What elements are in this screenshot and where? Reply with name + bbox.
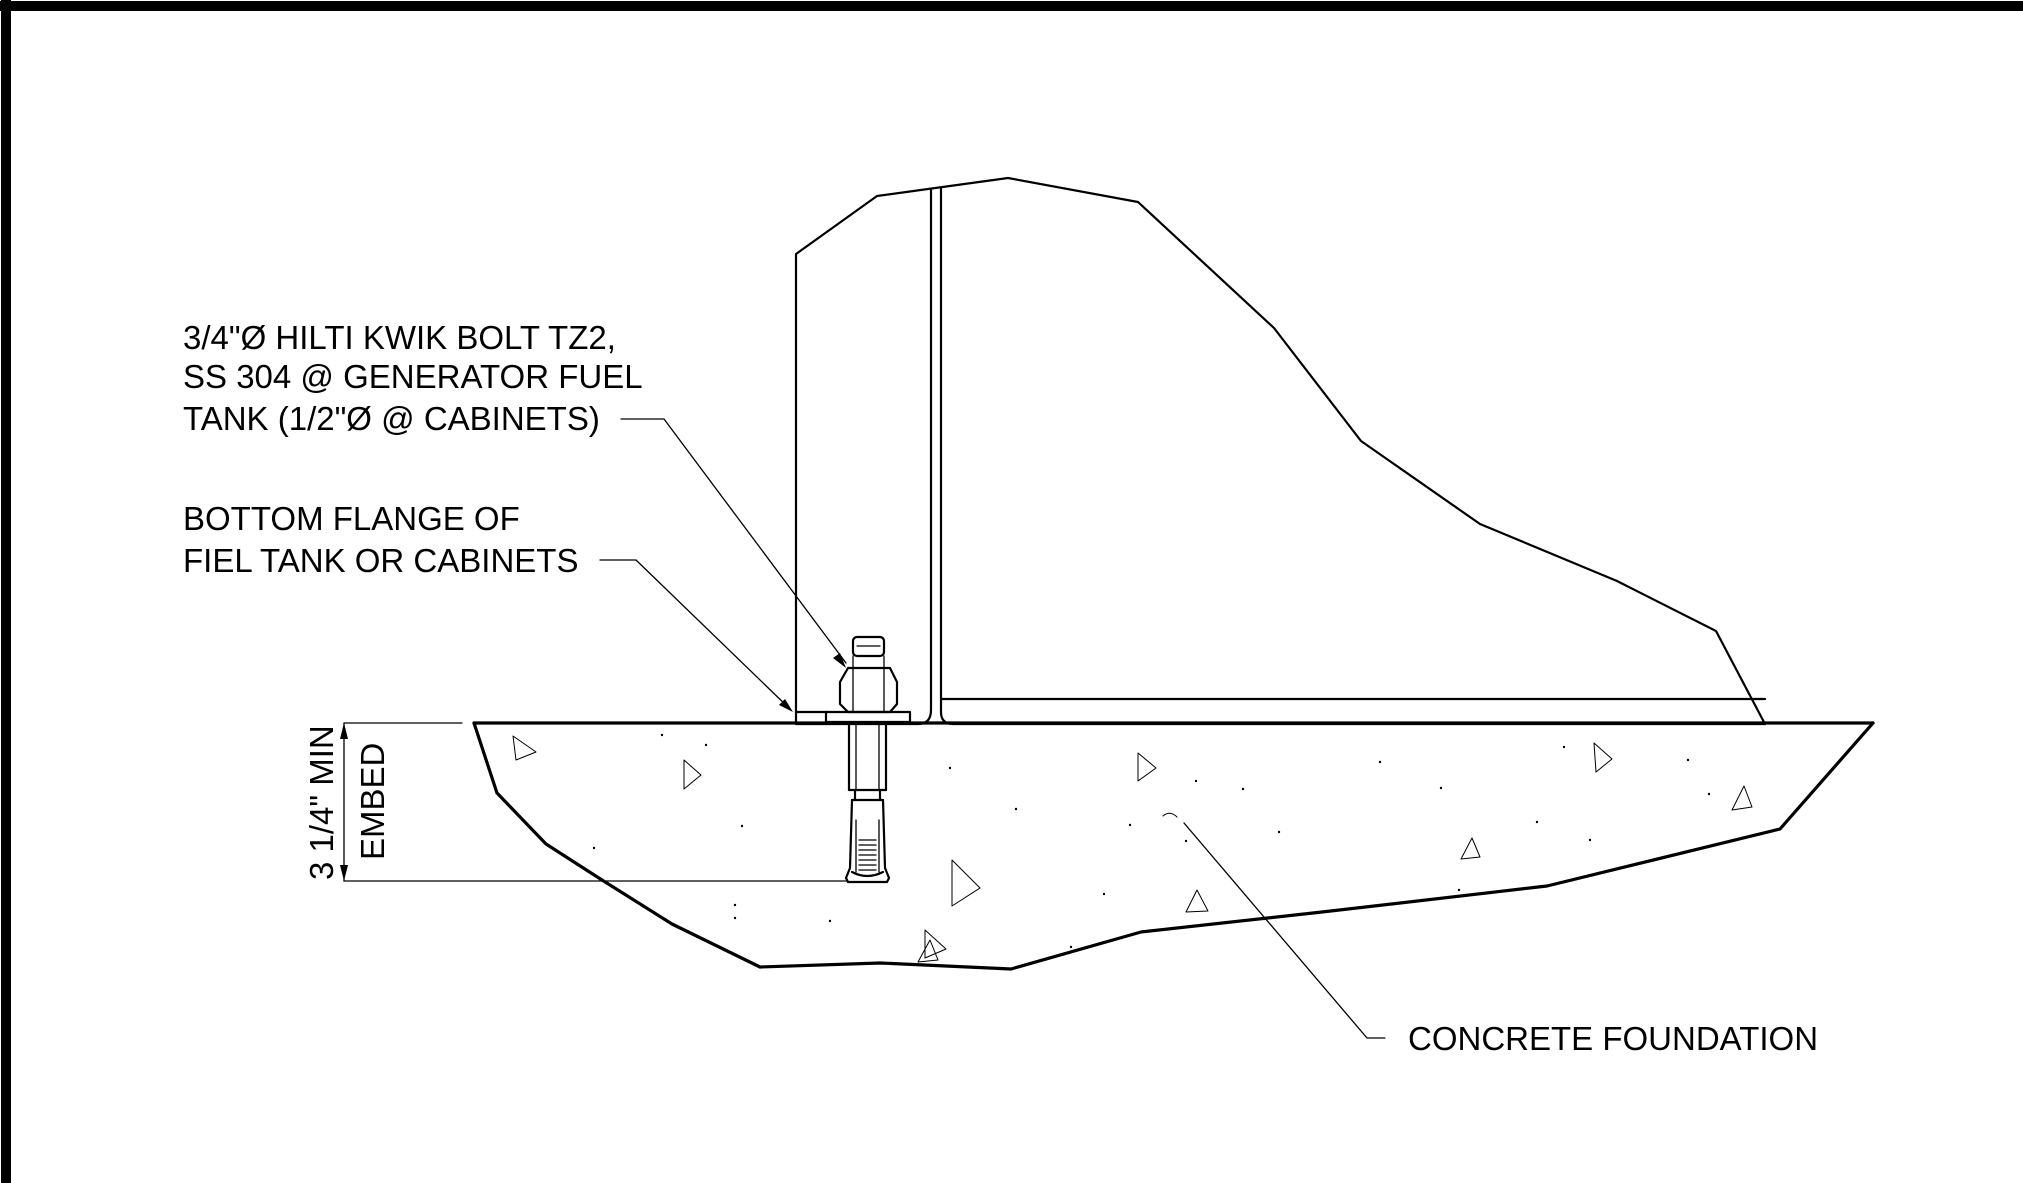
- anchor-bolt-note-line-3: TANK (1/2"Ø @ CABINETS): [183, 400, 600, 437]
- equipment-outline: [794, 176, 1767, 726]
- leader-anchor-bolt: [620, 418, 847, 668]
- leader-bottom-flange: [599, 559, 793, 712]
- embed-dimension: [340, 722, 849, 882]
- concrete-aggregate: [512, 733, 1753, 963]
- anchor-bolt: [824, 635, 912, 884]
- leader-concrete: [1183, 822, 1386, 1039]
- bottom-flange-note-line-2: FIEL TANK OR CABINETS: [183, 542, 578, 579]
- embed-dimension-label: EMBED: [354, 743, 391, 860]
- concrete-foundation: [472, 721, 1875, 971]
- embed-dimension-value: 3 1/4" MIN: [303, 725, 340, 880]
- anchor-bolt-note-line-2: SS 304 @ GENERATOR FUEL: [183, 358, 643, 395]
- concrete-foundation-note: CONCRETE FOUNDATION: [1408, 1020, 1818, 1057]
- anchor-bolt-note-line-1: 3/4"Ø HILTI KWIK BOLT TZ2,: [183, 319, 616, 356]
- bottom-flange-note-line-1: BOTTOM FLANGE OF: [183, 500, 520, 537]
